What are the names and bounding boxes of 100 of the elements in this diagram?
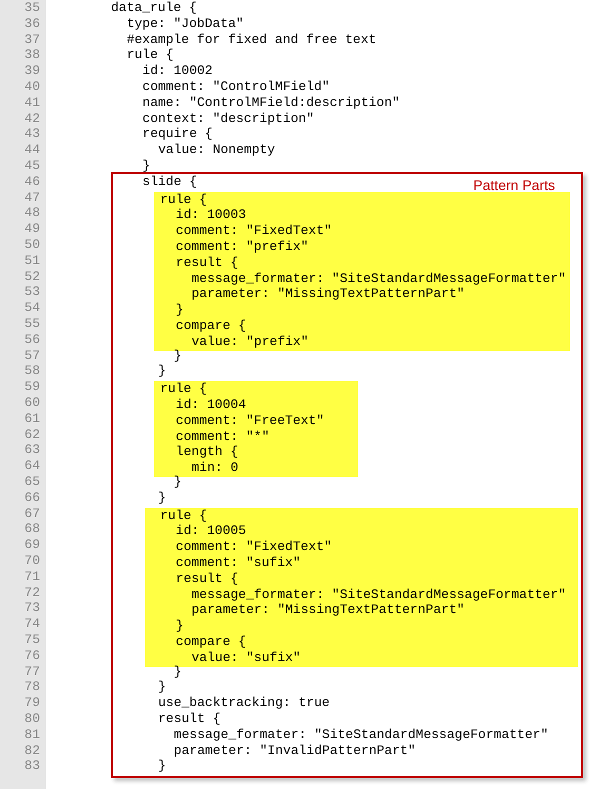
line-number: 73 <box>23 600 40 616</box>
code-line: context: "description" <box>142 110 314 127</box>
code-line: data_rule { <box>111 0 197 16</box>
code-line: id: 10004 <box>176 396 246 413</box>
code-line: min: 0 <box>192 460 238 476</box>
code-line: } <box>174 474 182 490</box>
code-line: rule { <box>126 47 174 64</box>
line-number: 78 <box>23 679 40 696</box>
line-number: 68 <box>23 521 40 538</box>
line-number: 69 <box>23 537 40 554</box>
line-number: 60 <box>23 395 40 411</box>
code-line: } <box>142 158 150 174</box>
code-line: length { <box>176 444 238 460</box>
code-line: } <box>158 679 166 696</box>
line-number: 48 <box>23 205 40 222</box>
line-number: 47 <box>23 190 40 206</box>
line-number: 50 <box>23 237 40 253</box>
code-line: comment: "FixedText" <box>176 539 332 556</box>
line-number: 56 <box>23 332 40 348</box>
code-line: comment: "FixedText" <box>176 223 332 240</box>
code-line: message_formater: "SiteStandardMessageFormatter" <box>192 270 566 287</box>
line-number: 75 <box>23 632 40 648</box>
code-line: name: "ControlMField:description" <box>142 94 400 111</box>
line-number: 52 <box>23 268 40 285</box>
line-number: 39 <box>23 63 40 80</box>
line-number: 71 <box>23 568 40 585</box>
line-number: 53 <box>23 284 40 300</box>
code-comment: #example for fixed and free text <box>126 32 376 48</box>
line-number: 57 <box>23 348 40 364</box>
code-line: } <box>158 363 166 380</box>
code-line: parameter: "InvalidPatternPart" <box>174 742 416 759</box>
code-line: slide { <box>142 174 197 190</box>
code-line: } <box>158 490 166 506</box>
line-number: 36 <box>23 16 40 32</box>
outlined-region <box>111 172 583 778</box>
code-line: id: 10005 <box>176 523 246 540</box>
code-line: value: "sufix" <box>192 650 301 666</box>
code-line: parameter: "MissingTextPatternPart" <box>192 286 465 302</box>
code-line: result { <box>158 711 221 727</box>
line-number: 74 <box>23 616 40 632</box>
line-number: 76 <box>23 648 40 664</box>
code-line: rule { <box>160 192 207 208</box>
code-line: parameter: "MissingTextPatternPart" <box>192 602 465 618</box>
code-line: rule { <box>160 381 207 398</box>
code-line: message_formater: "SiteStandardMessageFormatter" <box>174 726 548 743</box>
line-number: 70 <box>23 553 40 569</box>
line-number: 35 <box>23 0 40 16</box>
line-number: 61 <box>23 410 40 427</box>
line-number: 58 <box>23 363 40 380</box>
code-line: } <box>174 664 182 680</box>
line-number: 80 <box>23 711 40 727</box>
code-line: comment: "FreeText" <box>176 412 324 429</box>
code-line: compare { <box>176 318 246 334</box>
line-number: 41 <box>23 94 40 111</box>
frame-title: Pattern Parts <box>473 177 555 193</box>
code-line: require { <box>142 126 213 142</box>
code-line: compare { <box>176 634 246 650</box>
line-number: 43 <box>23 126 40 142</box>
line-number: 49 <box>23 221 40 238</box>
code-line: value: "prefix" <box>192 334 309 350</box>
line-number: 64 <box>23 458 40 474</box>
code-line: } <box>174 348 182 364</box>
line-number: 66 <box>23 490 40 506</box>
code-line: result { <box>176 570 238 587</box>
code-line: } <box>176 618 184 634</box>
line-number: 42 <box>23 110 40 127</box>
code-line: comment: "*" <box>176 428 270 445</box>
line-number: 45 <box>23 158 40 174</box>
line-number: 55 <box>23 316 40 332</box>
line-number: 79 <box>23 695 40 712</box>
code-line: use_backtracking: true <box>158 695 330 712</box>
line-number: 81 <box>23 726 40 743</box>
line-number: 51 <box>23 252 40 269</box>
line-number: 38 <box>23 47 40 64</box>
code-line: } <box>176 302 184 318</box>
highlighted-code-block <box>154 381 358 477</box>
line-number: 67 <box>23 506 40 522</box>
line-number: 62 <box>23 426 40 443</box>
line-number: 40 <box>23 79 40 95</box>
line-number: 63 <box>23 442 40 458</box>
line-number: 83 <box>23 758 40 774</box>
highlighted-code-block <box>145 508 578 667</box>
code-line: rule { <box>160 508 207 524</box>
code-line: comment: "sufix" <box>176 554 301 571</box>
line-number: 77 <box>23 664 40 680</box>
code-line: value: Nonempty <box>158 142 276 158</box>
code-line: } <box>158 758 166 774</box>
line-number: 65 <box>23 474 40 490</box>
highlighted-code-block <box>154 192 570 351</box>
line-number: 82 <box>23 742 40 759</box>
code-line: message_formater: "SiteStandardMessageFormatter" <box>192 586 566 603</box>
code-line: id: 10003 <box>176 207 246 224</box>
line-number: 44 <box>23 142 40 158</box>
line-number: 37 <box>23 32 40 48</box>
line-number: 46 <box>23 174 40 190</box>
code-line: comment: "prefix" <box>176 238 308 255</box>
code-line: id: 10002 <box>142 63 213 80</box>
code-line: result { <box>176 254 238 271</box>
line-number: 72 <box>23 584 40 601</box>
line-number: 59 <box>23 379 40 396</box>
